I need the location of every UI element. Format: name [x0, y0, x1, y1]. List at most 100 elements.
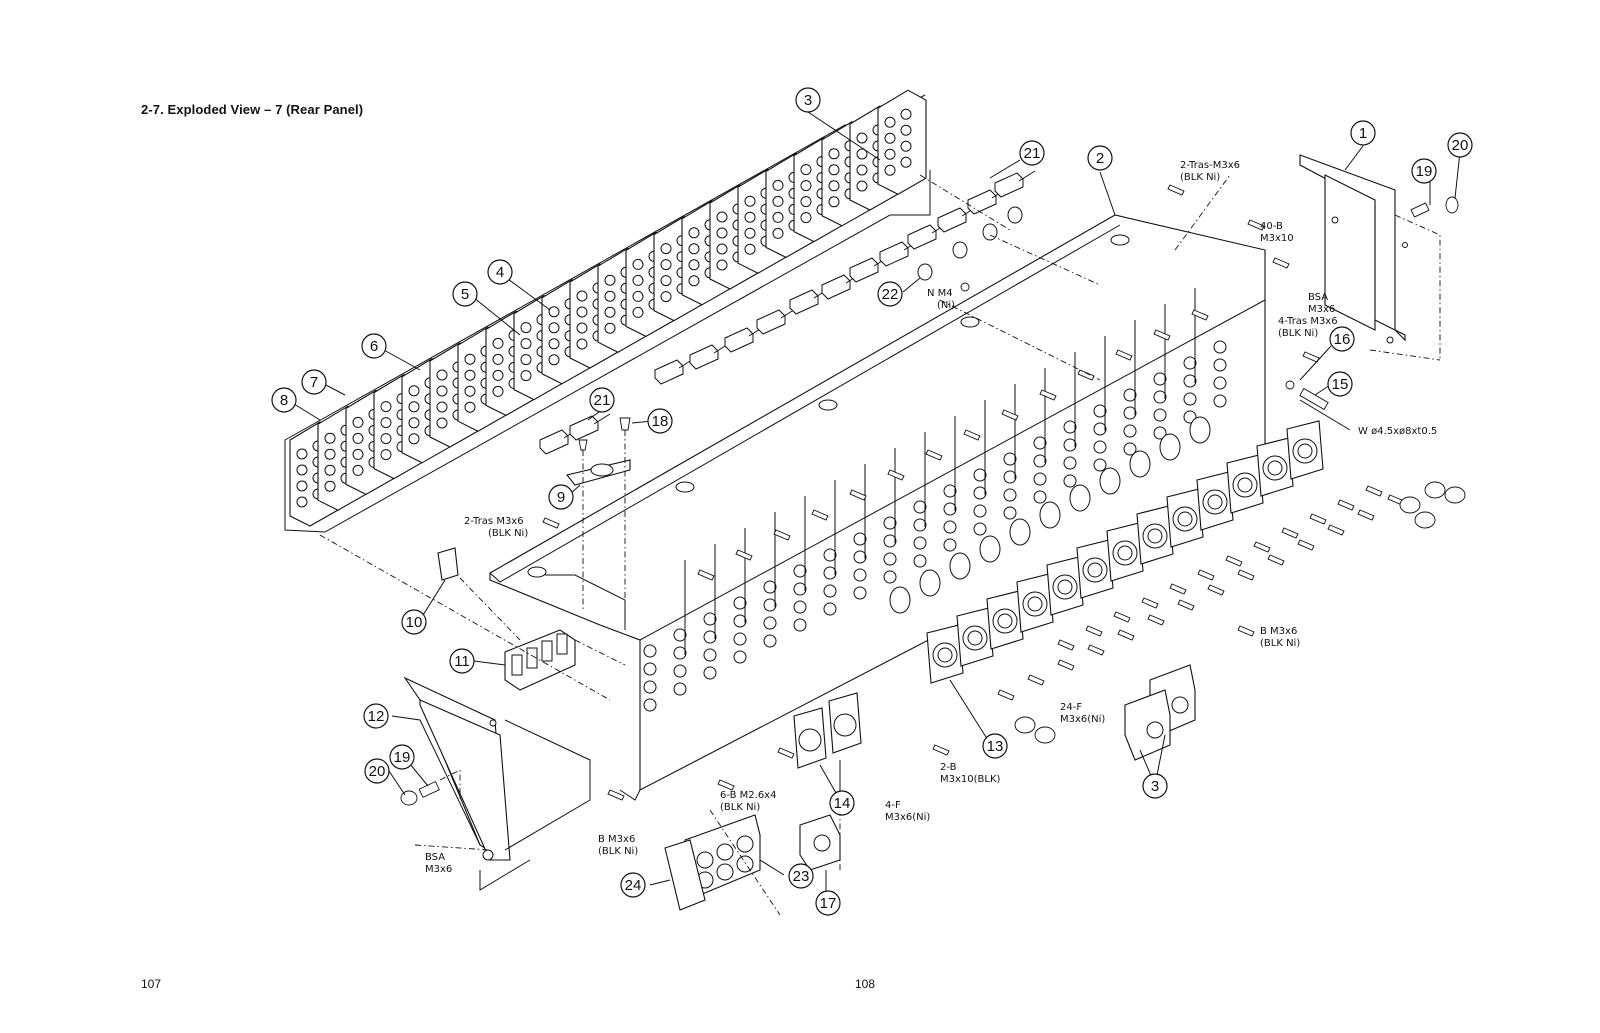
- screw: [1039, 389, 1057, 401]
- screw: [717, 779, 735, 791]
- callout-11: 11: [449, 648, 475, 674]
- note-6b-1: 6-B M2.6x4: [720, 790, 776, 801]
- note-tras4-2: (BLK Ni): [1278, 328, 1318, 339]
- callout-label: 23: [793, 868, 810, 885]
- note-nut-1: N M4: [927, 288, 953, 299]
- screw: [1302, 351, 1320, 363]
- callout-2: 2: [1087, 145, 1113, 171]
- callout-1: 1: [1350, 120, 1376, 146]
- knob-cap: [569, 413, 611, 441]
- note-tras2-2: (BLK Ni): [488, 528, 528, 539]
- screw: [1327, 524, 1345, 536]
- callout-label: 21: [1024, 145, 1041, 162]
- note-4f-1: 4-F: [885, 800, 901, 811]
- callout-22: 22: [877, 281, 903, 307]
- screw: [932, 744, 950, 756]
- callout-9: 9: [548, 484, 574, 510]
- screw: [1169, 583, 1187, 595]
- knob-nut: [1007, 206, 1023, 224]
- note-b-right-2: (BLK Ni): [1260, 638, 1300, 649]
- screw: [1027, 674, 1045, 686]
- callout-24: 24: [620, 872, 646, 898]
- callout-label: 19: [394, 749, 411, 766]
- xlr-hole: [1069, 484, 1091, 512]
- callout-23: 23: [788, 863, 814, 889]
- screw: [1365, 485, 1383, 497]
- side-bracket-left: [400, 676, 591, 891]
- callout-label: 19: [1416, 163, 1433, 180]
- xlr-connector: [1226, 454, 1264, 514]
- screw: [1337, 499, 1355, 511]
- callout-21: 21: [589, 387, 615, 413]
- xlr-hole: [919, 569, 941, 597]
- note-tras2-1: 2-Tras M3x6: [464, 516, 524, 527]
- knob-cap: [994, 170, 1036, 198]
- screw: [1267, 554, 1285, 566]
- screw: [1357, 509, 1375, 521]
- xlr-connectors: [793, 416, 1324, 769]
- screw: [1281, 527, 1299, 539]
- screw: [1247, 219, 1265, 231]
- xlr-hole: [949, 552, 971, 580]
- screw: [1001, 409, 1019, 421]
- callout-label: 24: [625, 877, 642, 894]
- callout-label: 21: [594, 392, 611, 409]
- knob-cap: [756, 307, 798, 335]
- note-b-left-2: (BLK Ni): [598, 846, 638, 857]
- callout-label: 9: [557, 489, 565, 506]
- callout-21: 21: [1019, 140, 1045, 166]
- xlr-connector: [986, 590, 1024, 650]
- callout-label: 13: [987, 738, 1004, 755]
- screw: [1253, 541, 1271, 553]
- callout-label: 6: [370, 338, 378, 355]
- screw: [1115, 349, 1133, 361]
- xlr-connector: [1016, 573, 1054, 633]
- callout-5: 5: [452, 281, 478, 307]
- xlr-connector: [1106, 522, 1144, 582]
- xlr-hole: [1159, 433, 1181, 461]
- note-b-right-1: B M3x6: [1260, 626, 1297, 637]
- note-40b-1: 40-B: [1260, 221, 1283, 232]
- screw: [1197, 569, 1215, 581]
- screw: [1225, 555, 1243, 567]
- note-b-left-1: B M3x6: [598, 834, 635, 845]
- page-number-left: 107: [141, 977, 162, 991]
- jack-module-strip: [284, 89, 931, 533]
- callout-label: 20: [369, 763, 386, 780]
- xlr-connector: [956, 607, 994, 667]
- screw: [1057, 639, 1075, 651]
- screw: [1087, 644, 1105, 656]
- knob-cap: [654, 357, 696, 385]
- side-bracket-right: [1299, 154, 1459, 361]
- callout-3: 3: [1142, 773, 1168, 799]
- screw: [963, 429, 981, 441]
- spec-notes: 2-Tras-M3x6 (BLK Ni) 40-B M3x10 N M4 (Ni…: [425, 160, 1437, 875]
- screw: [1085, 625, 1103, 637]
- xlr-connector: [1286, 420, 1324, 480]
- callout-10: 10: [401, 609, 427, 635]
- note-24f-1: 24-F: [1060, 702, 1082, 713]
- knob-nut: [952, 241, 968, 259]
- screw: [697, 569, 715, 581]
- callout-label: 5: [461, 286, 469, 303]
- small-bracket: [545, 417, 631, 630]
- phone-jacks-pair: [1124, 664, 1196, 761]
- diagram-title: 2-7. Exploded View – 7 (Rear Panel): [141, 102, 364, 117]
- callout-label: 8: [280, 392, 288, 409]
- note-nut-2: (Ni): [937, 300, 955, 311]
- screw: [1207, 584, 1225, 596]
- xlr-connector: [828, 692, 862, 754]
- callout-7: 7: [301, 369, 327, 395]
- screw: [1191, 309, 1209, 321]
- xlr-connector: [1166, 488, 1204, 548]
- xlr-hole: [1129, 450, 1151, 478]
- screw: [1237, 569, 1255, 581]
- callout-label: 10: [406, 614, 423, 631]
- callout-label: 2: [1096, 150, 1104, 167]
- xlr-connector: [1076, 539, 1114, 599]
- note-4f-2: M3x6(Ni): [885, 812, 930, 823]
- xlr-hole: [1189, 416, 1211, 444]
- screws: [542, 184, 1405, 801]
- note-screw-top-2: (BLK Ni): [1180, 172, 1220, 183]
